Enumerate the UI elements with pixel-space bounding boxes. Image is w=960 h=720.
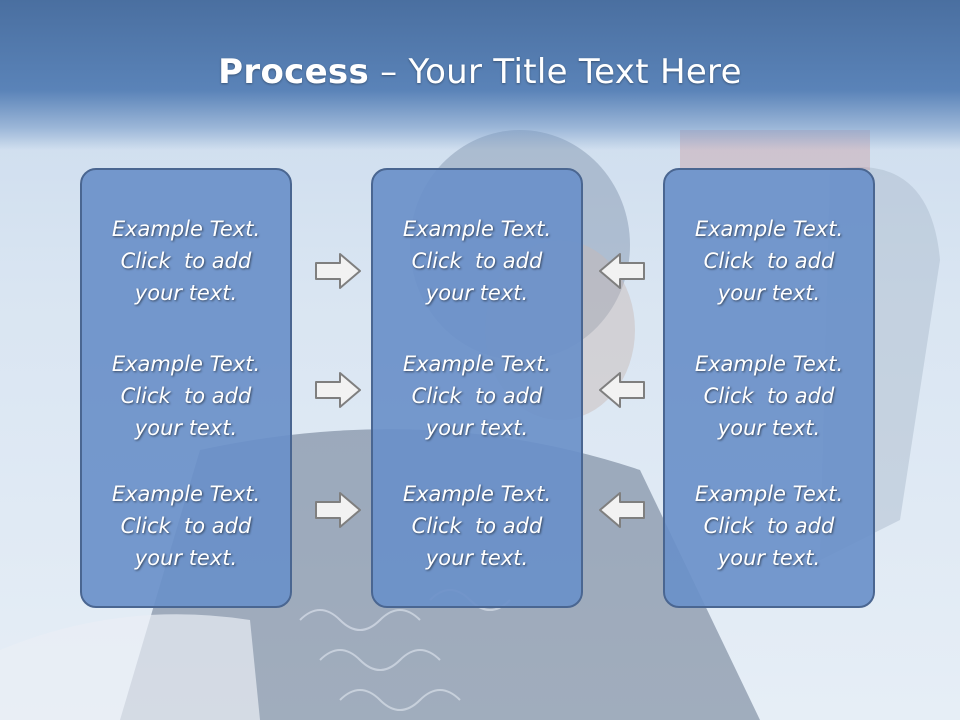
text-line: Example Text. (111, 482, 261, 506)
text-block[interactable]: Example Text. Click to add your text. (373, 348, 581, 444)
text-line: Click to add (120, 384, 252, 408)
text-line: Example Text. (694, 352, 844, 376)
text-line: your text. (717, 416, 821, 440)
title-bar (0, 0, 960, 150)
text-line: Click to add (703, 384, 835, 408)
text-line: Example Text. (694, 482, 844, 506)
text-line: Click to add (120, 514, 252, 538)
text-line: your text. (425, 281, 529, 305)
arrow-right-icon (315, 492, 361, 528)
text-line: your text. (717, 281, 821, 305)
text-block[interactable]: Example Text. Click to add your text. (665, 213, 873, 309)
text-line: Example Text. (694, 217, 844, 241)
arrow-right-icon (315, 253, 361, 289)
text-block[interactable]: Example Text. Click to add your text. (373, 478, 581, 574)
arrow-left-icon (599, 253, 645, 289)
text-line: Click to add (411, 384, 543, 408)
process-box-right[interactable]: Example Text. Click to add your text. Ex… (663, 168, 875, 608)
arrow-right-icon (315, 372, 361, 408)
text-line: Example Text. (111, 217, 261, 241)
text-line: Example Text. (402, 482, 552, 506)
process-box-center[interactable]: Example Text. Click to add your text. Ex… (371, 168, 583, 608)
text-block[interactable]: Example Text. Click to add your text. (373, 213, 581, 309)
text-line: Click to add (411, 514, 543, 538)
process-box-left[interactable]: Example Text. Click to add your text. Ex… (80, 168, 292, 608)
text-block[interactable]: Example Text. Click to add your text. (82, 348, 290, 444)
text-line: Click to add (703, 249, 835, 273)
text-block[interactable]: Example Text. Click to add your text. (82, 213, 290, 309)
text-line: your text. (134, 281, 238, 305)
slide-title[interactable]: Process – Your Title Text Here (0, 52, 960, 92)
arrow-left-icon (599, 492, 645, 528)
arrow-left-icon (599, 372, 645, 408)
text-block[interactable]: Example Text. Click to add your text. (665, 348, 873, 444)
text-line: your text. (134, 546, 238, 570)
text-line: Example Text. (111, 352, 261, 376)
text-line: your text. (134, 416, 238, 440)
text-line: Click to add (703, 514, 835, 538)
text-line: your text. (425, 416, 529, 440)
text-line: Example Text. (402, 217, 552, 241)
text-line: your text. (425, 546, 529, 570)
title-rest-part: – Your Title Text Here (369, 52, 742, 92)
text-line: your text. (717, 546, 821, 570)
text-line: Click to add (120, 249, 252, 273)
title-bold-part: Process (218, 52, 370, 92)
text-block[interactable]: Example Text. Click to add your text. (82, 478, 290, 574)
text-line: Click to add (411, 249, 543, 273)
text-line: Example Text. (402, 352, 552, 376)
text-block[interactable]: Example Text. Click to add your text. (665, 478, 873, 574)
